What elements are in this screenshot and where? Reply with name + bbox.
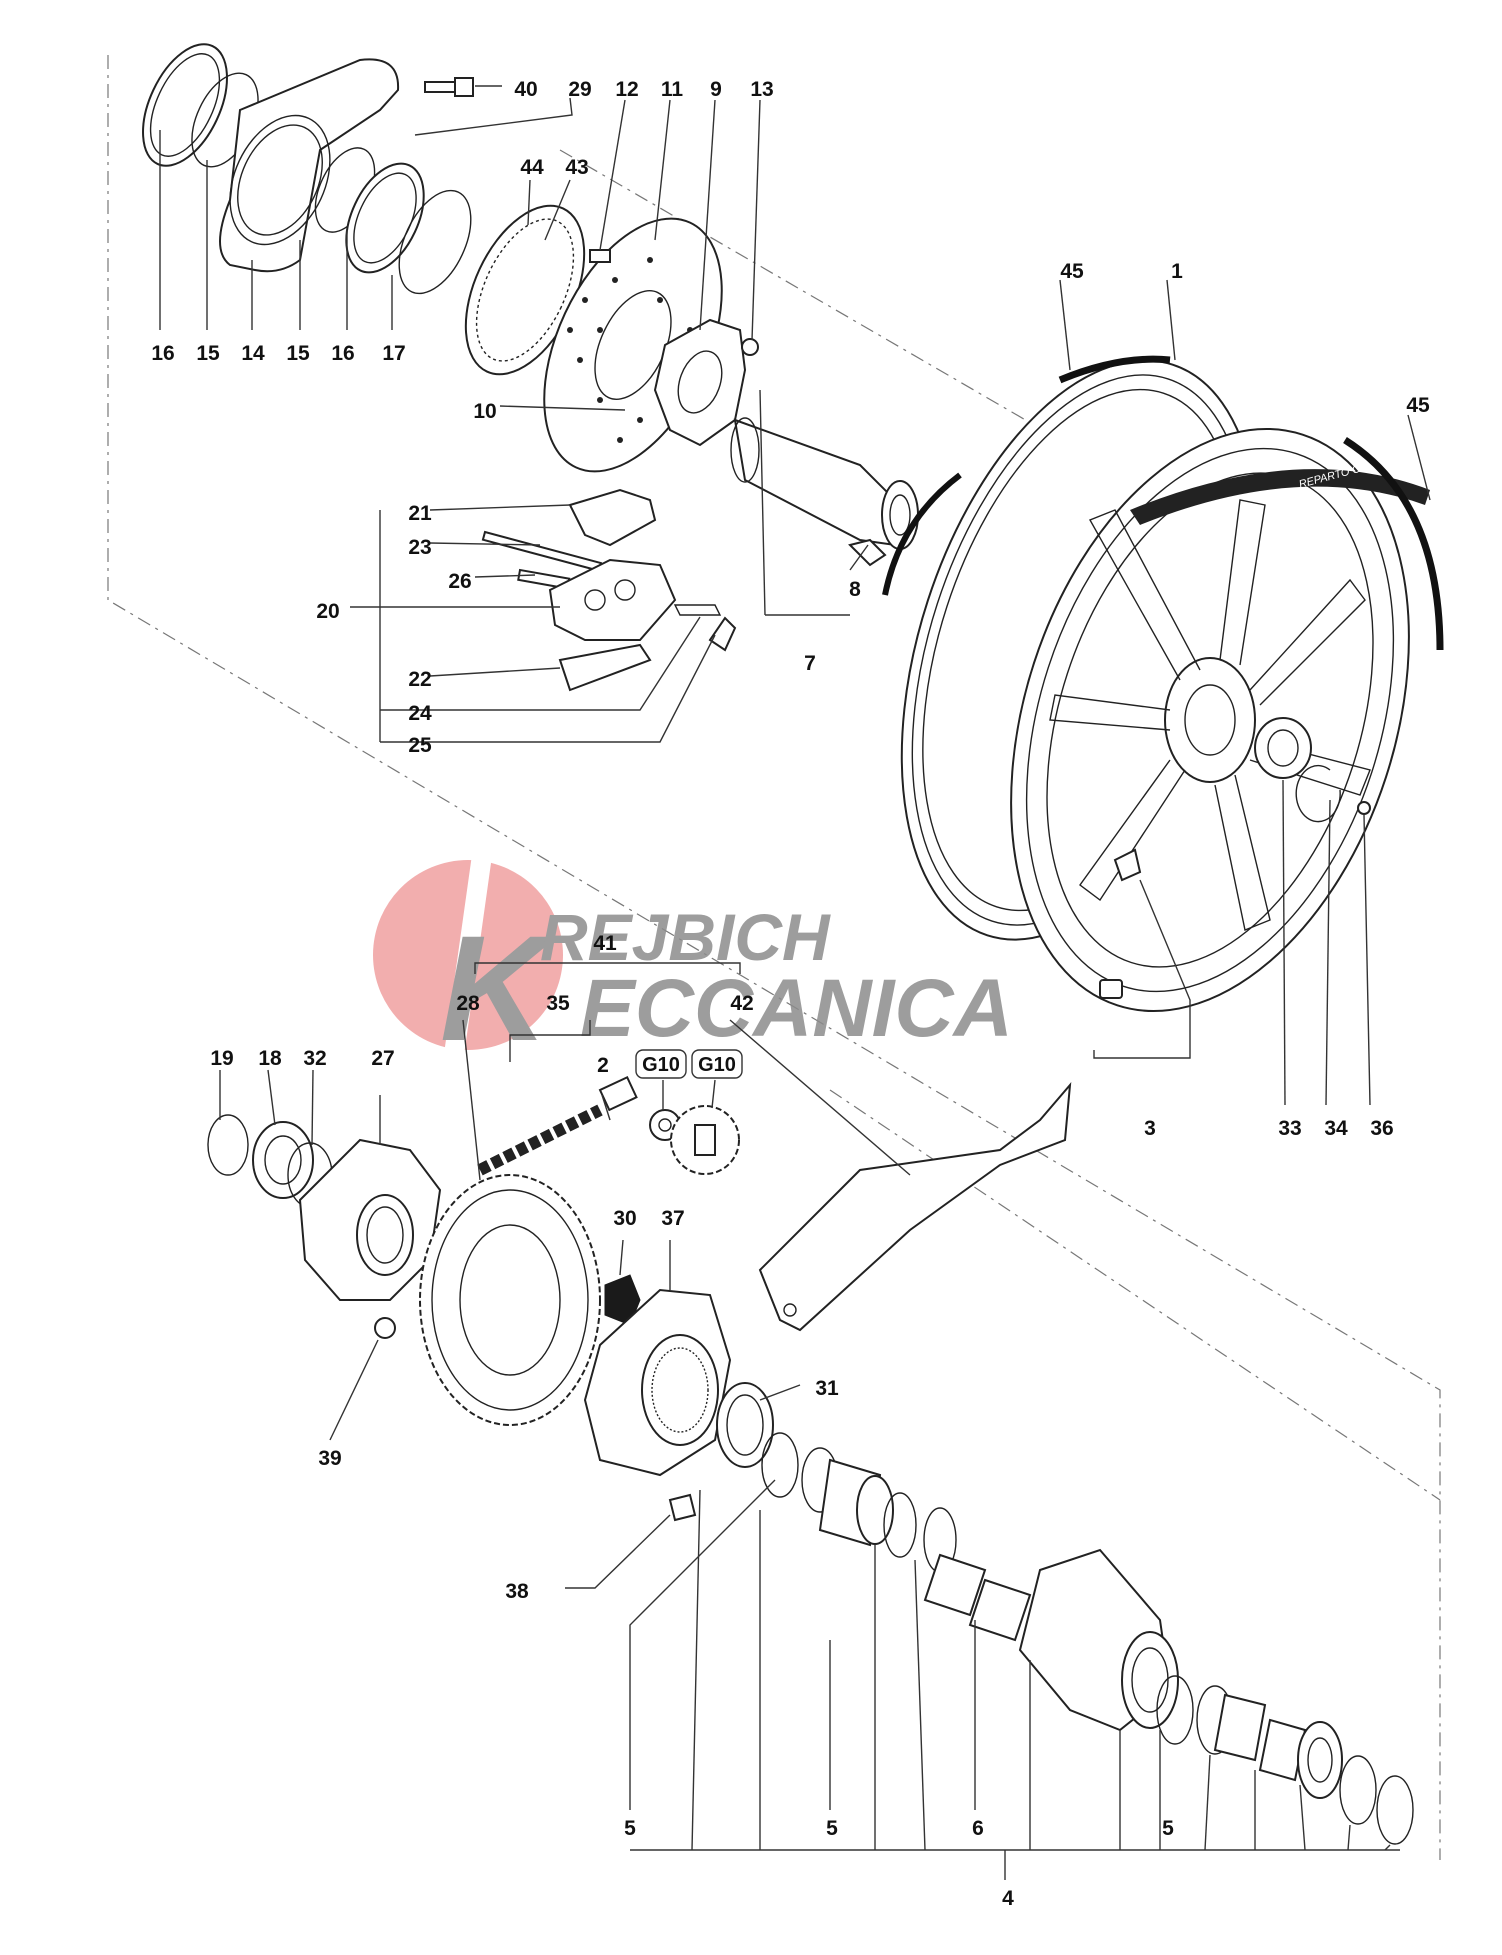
g10-box-left: [635, 1049, 687, 1079]
callout-2: 2: [597, 1054, 609, 1077]
callout-37: 37: [661, 1207, 684, 1230]
callout-13: 13: [750, 78, 773, 101]
callout-39: 39: [318, 1447, 341, 1470]
callout-45: 45: [1060, 260, 1084, 283]
callout-44: 44: [520, 156, 544, 179]
callout-12: 12: [615, 78, 638, 101]
callout-8: 8: [849, 578, 861, 601]
callout-16: 16: [331, 342, 354, 365]
callout-36: 36: [1370, 1117, 1393, 1140]
callout-5: 5: [1162, 1817, 1174, 1840]
callout-41: 41: [593, 932, 617, 955]
callout-20: 20: [316, 600, 339, 623]
wheel-axle: [730, 417, 919, 567]
callout-3: 3: [1144, 1117, 1156, 1140]
callout-43: 43: [565, 156, 588, 179]
callout-11: 11: [661, 78, 684, 101]
callout-23: 23: [408, 536, 431, 559]
callout-4: 4: [1002, 1887, 1014, 1910]
callout-31: 31: [815, 1377, 839, 1400]
callout-35: 35: [546, 992, 570, 1015]
callout-30: 30: [613, 1207, 636, 1230]
rim-decal-strip: [1130, 469, 1430, 525]
callout-5: 5: [624, 1817, 636, 1840]
callout-40: 40: [514, 78, 537, 101]
callout-1: 1: [1171, 260, 1183, 283]
brake-caliper-assembly: [481, 488, 737, 692]
callout-28: 28: [456, 992, 480, 1015]
callout-24: 24: [408, 702, 432, 725]
watermark-line2: ECCANICA: [580, 963, 1013, 1054]
callout-33: 33: [1278, 1117, 1301, 1140]
caliper-bracket-assembly: [142, 43, 474, 295]
callout-5: 5: [826, 1817, 838, 1840]
drive-chain: [477, 1075, 638, 1176]
callout-18: 18: [258, 1047, 282, 1070]
callout-38: 38: [505, 1580, 529, 1603]
callout-9: 9: [710, 78, 722, 101]
callout-10: 10: [473, 400, 496, 423]
callout-labels: 16 15 14 15 16 17 40 29 12 11 9 13 44 43…: [151, 78, 1430, 1910]
callout-7: 7: [804, 652, 816, 675]
callout-19: 19: [210, 1047, 233, 1070]
hub-bearing-assembly: [761, 1432, 1414, 1845]
leader-lines: [159, 85, 1431, 1880]
tyre-strip-right: [1343, 437, 1444, 651]
sprocket-carrier-assembly: [207, 1075, 1072, 1522]
callout-25: 25: [408, 734, 432, 757]
callout-15: 15: [286, 342, 310, 365]
watermark-initial: K: [440, 904, 558, 1072]
callout-42: 42: [730, 992, 753, 1015]
rear-wheel: REPARTO CORSE: [882, 355, 1430, 1012]
callout-32: 32: [303, 1047, 326, 1070]
watermark-line1: REJBICH: [540, 900, 831, 974]
callout-45: 45: [1406, 394, 1430, 417]
callout-15: 15: [196, 342, 220, 365]
callout-6: 6: [972, 1817, 984, 1840]
callout-g10-left: G10: [642, 1054, 680, 1076]
callout-26: 26: [448, 570, 471, 593]
callout-21: 21: [408, 502, 432, 525]
callout-34: 34: [1324, 1117, 1348, 1140]
callout-27: 27: [371, 1047, 394, 1070]
callout-14: 14: [241, 342, 265, 365]
callout-g10-right: G10: [698, 1054, 736, 1076]
assembly-axis-lines: [107, 55, 1441, 1860]
callout-22: 22: [408, 668, 431, 691]
g10-box-right: [691, 1049, 743, 1079]
callout-29: 29: [568, 78, 591, 101]
watermark-logo: K REJBICH ECCANICA: [373, 849, 1013, 1072]
hub-nut: [1254, 717, 1312, 779]
callout-16: 16: [151, 342, 174, 365]
brake-disc-assembly: [464, 204, 759, 473]
callout-17: 17: [382, 342, 405, 365]
